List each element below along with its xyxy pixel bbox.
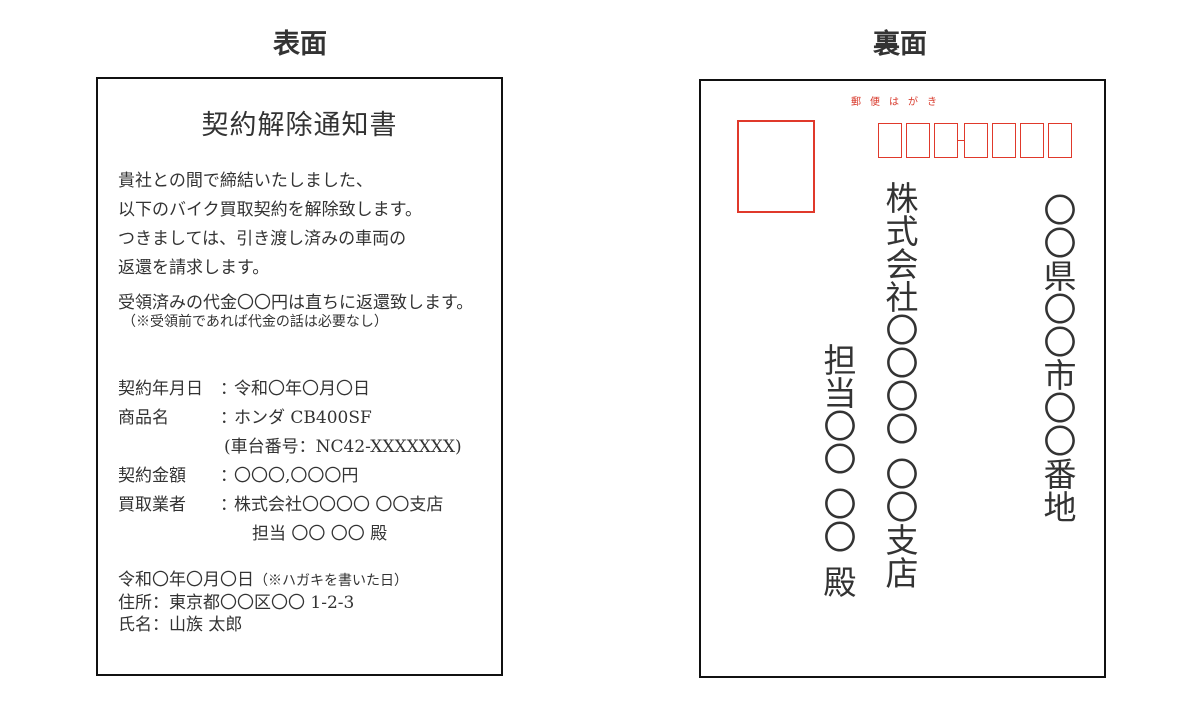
- detail-row: (車台番号：NC42-XXXXXXX): [118, 433, 462, 462]
- detail-value: 株式会社〇〇〇〇 〇〇支店: [234, 495, 444, 515]
- notice-paragraph: 貴社との間で締結いたしました、 以下のバイク買取契約を解除致します。 つきまして…: [118, 167, 422, 283]
- postcard-label: 郵便はがき: [851, 97, 946, 108]
- front-postcard: 契約解除通知書 貴社との間で締結いたしました、 以下のバイク買取契約を解除致しま…: [96, 77, 503, 676]
- zip-digit-box: [1048, 123, 1072, 158]
- recipient-person: 担当〇〇〇〇殿: [818, 343, 857, 598]
- zip-dash: [958, 139, 964, 142]
- refund-line: 受領済みの代金〇〇円は直ちに返還致します。: [118, 293, 474, 313]
- notice-line: 以下のバイク買取契約を解除致します。: [118, 200, 422, 220]
- back-side-title: 裏面: [873, 29, 927, 60]
- detail-row: 担当 〇〇 〇〇 殿: [118, 520, 462, 549]
- sender-date-line: 令和〇年〇月〇日（※ハガキを書いた日）: [118, 569, 408, 592]
- sender-date-note: （※ハガキを書いた日）: [254, 573, 408, 589]
- detail-label: 契約金額: [118, 466, 186, 486]
- recipient-address: 〇〇県〇〇市〇〇番地: [1038, 193, 1077, 523]
- sender-address: 住所：東京都〇〇区〇〇 1-2-3: [118, 593, 355, 613]
- detail-value: 担当 〇〇 〇〇 殿: [252, 524, 388, 544]
- detail-separator: ：: [220, 408, 237, 428]
- document-heading: 契約解除通知書: [201, 110, 398, 141]
- person-name-1: 担当〇〇: [818, 343, 857, 475]
- contract-details: 契約年月日 ： 令和〇年〇月〇日 商品名 ： ホンダ CB400SF (車台番号…: [118, 375, 462, 549]
- stamp-area: [737, 120, 815, 213]
- detail-row: 買取業者 ： 株式会社〇〇〇〇 〇〇支店: [118, 491, 462, 520]
- sender-date: 令和〇年〇月〇日: [118, 570, 254, 590]
- detail-row: 契約金額 ： 〇〇〇,〇〇〇円: [118, 462, 462, 491]
- detail-row: 商品名 ： ホンダ CB400SF: [118, 404, 462, 433]
- detail-separator: ：: [220, 466, 237, 486]
- detail-value: 令和〇年〇月〇日: [234, 379, 370, 399]
- branch-name: 〇〇支店: [880, 457, 919, 589]
- detail-separator: ：: [220, 379, 237, 399]
- refund-note: （※受領前であれば代金の話は必要なし）: [122, 314, 388, 330]
- back-postcard: 郵便はがき 〇〇県〇〇市〇〇番地 株式会社〇〇〇〇〇〇支店 担当〇〇〇〇殿: [699, 79, 1106, 678]
- zip-digit-box: [934, 123, 958, 158]
- refund-paragraph: 受領済みの代金〇〇円は直ちに返還致します。 （※受領前であれば代金の話は必要なし…: [118, 292, 473, 330]
- honorific: 殿: [818, 565, 857, 598]
- zip-digit-box: [906, 123, 930, 158]
- detail-row: 契約年月日 ： 令和〇年〇月〇日: [118, 375, 462, 404]
- detail-value: 〇〇〇,〇〇〇円: [234, 466, 359, 486]
- notice-line: 返還を請求します。: [118, 258, 270, 278]
- person-name-2: 〇〇: [818, 487, 857, 553]
- detail-value: (車台番号：NC42-XXXXXXX): [224, 437, 462, 457]
- notice-line: つきましては、引き渡し済みの車両の: [118, 229, 407, 249]
- detail-label: 買取業者: [118, 495, 186, 515]
- detail-label: 商品名: [118, 408, 169, 428]
- company-name: 株式会社〇〇〇〇: [880, 181, 919, 445]
- notice-line: 貴社との間で締結いたしました、: [118, 171, 373, 191]
- zip-digit-box: [878, 123, 902, 158]
- sender-info: 令和〇年〇月〇日（※ハガキを書いた日） 住所：東京都〇〇区〇〇 1-2-3 氏名…: [118, 569, 408, 636]
- zip-digit-box: [1020, 123, 1044, 158]
- detail-label: 契約年月日: [118, 379, 203, 399]
- sender-name: 氏名：山族 太郎: [118, 615, 243, 635]
- zip-digit-box: [992, 123, 1016, 158]
- zip-digit-box: [964, 123, 988, 158]
- recipient-company: 株式会社〇〇〇〇〇〇支店: [880, 181, 919, 589]
- front-side-title: 表面: [273, 29, 327, 60]
- detail-value: ホンダ CB400SF: [234, 408, 372, 428]
- detail-separator: ：: [220, 495, 237, 515]
- postal-code-boxes: [878, 123, 1076, 158]
